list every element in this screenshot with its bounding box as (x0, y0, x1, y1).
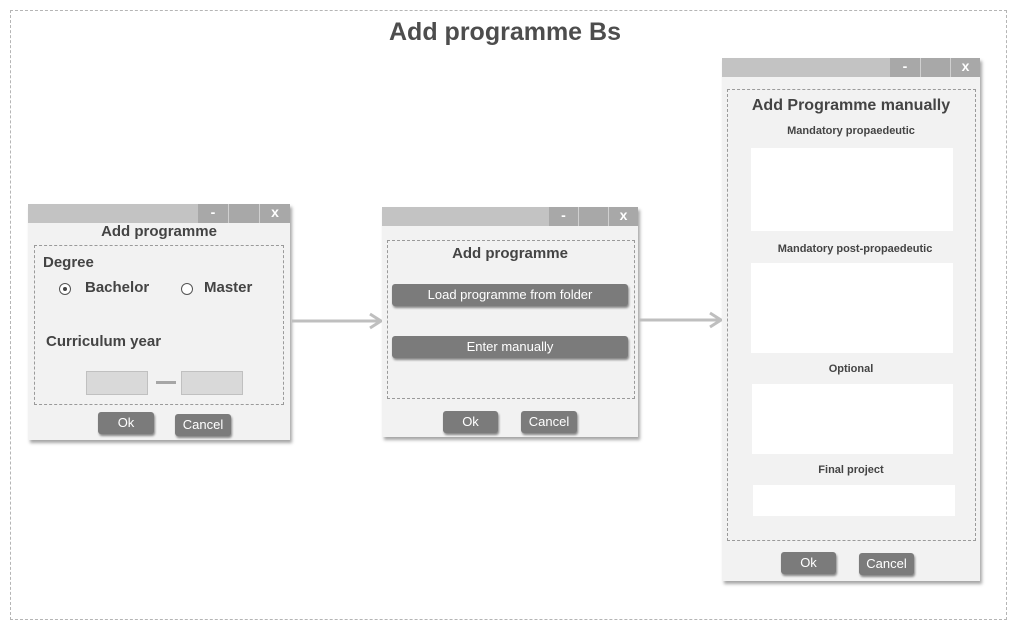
options-panel (34, 245, 284, 405)
minimize-button[interactable]: - (890, 58, 920, 77)
add-programme-manually-window: - x Add Programme manually Mandatory pro… (722, 58, 980, 581)
window-title: Add programme (101, 223, 217, 240)
section-label: Final project (818, 464, 884, 476)
titlebar-separator (578, 207, 579, 226)
maximize-button[interactable] (229, 204, 259, 223)
cancel-button[interactable]: Cancel (859, 553, 914, 575)
year-from-input[interactable] (86, 371, 148, 395)
maximize-button[interactable] (921, 58, 950, 77)
arrow-head (709, 311, 724, 329)
year-range-dash (156, 381, 176, 384)
titlebar-separator (608, 207, 609, 226)
close-button[interactable]: x (951, 58, 980, 77)
window-titlebar[interactable]: - x (28, 204, 290, 223)
section-label: Mandatory post-propaedeutic (777, 243, 933, 255)
cancel-button[interactable]: Cancel (521, 411, 577, 433)
section-label: Mandatory propaedeutic (787, 125, 915, 137)
window-title: Add programme (452, 245, 568, 262)
master-radio[interactable] (181, 283, 193, 295)
load-programme-from-folder-button[interactable]: Load programme from folder (392, 284, 628, 306)
page-title: Add programme Bs (389, 18, 621, 46)
titlebar-separator (950, 58, 951, 77)
diagram-frame (10, 10, 1007, 620)
flow-arrow (639, 311, 724, 329)
year-to-input[interactable] (181, 371, 243, 395)
degree-label: Degree (43, 254, 94, 271)
titlebar-separator (259, 204, 260, 223)
bachelor-option-label[interactable]: Bachelor (85, 279, 150, 296)
close-button[interactable]: x (609, 207, 638, 226)
ok-button[interactable]: Ok (781, 552, 836, 574)
curriculum-year-label: Curriculum year (46, 333, 162, 350)
titlebar-separator (228, 204, 229, 223)
ok-button[interactable]: Ok (443, 411, 498, 433)
window-titlebar[interactable]: - x (382, 207, 638, 226)
close-button[interactable]: x (260, 204, 290, 223)
final-project-field[interactable] (753, 485, 955, 516)
minimize-button[interactable]: - (198, 204, 228, 223)
bachelor-radio[interactable] (59, 283, 71, 295)
optional-list[interactable] (752, 384, 953, 454)
cancel-button[interactable]: Cancel (175, 414, 231, 436)
section-label: Optional (828, 363, 874, 375)
window-titlebar[interactable]: - x (722, 58, 980, 77)
add-programme-window: - x Add programme Degree Bachelor Master… (28, 204, 290, 440)
choice-panel (387, 240, 635, 399)
master-option-label[interactable]: Master (204, 279, 253, 296)
mandatory-propaedeutic-list[interactable] (751, 148, 953, 231)
ok-button[interactable]: Ok (98, 412, 154, 434)
mandatory-post-propaedeutic-list[interactable] (751, 263, 953, 353)
manual-entry-panel (727, 89, 976, 541)
add-programme-choice-window: - x Add programme Load programme from fo… (382, 207, 638, 437)
minimize-button[interactable]: - (549, 207, 578, 226)
radio-selected-dot (63, 287, 67, 291)
arrow-head (369, 312, 384, 330)
flow-arrow (292, 312, 384, 330)
enter-manually-button[interactable]: Enter manually (392, 336, 628, 358)
titlebar-separator (920, 58, 921, 77)
window-title: Add Programme manually (751, 97, 951, 114)
maximize-button[interactable] (579, 207, 608, 226)
